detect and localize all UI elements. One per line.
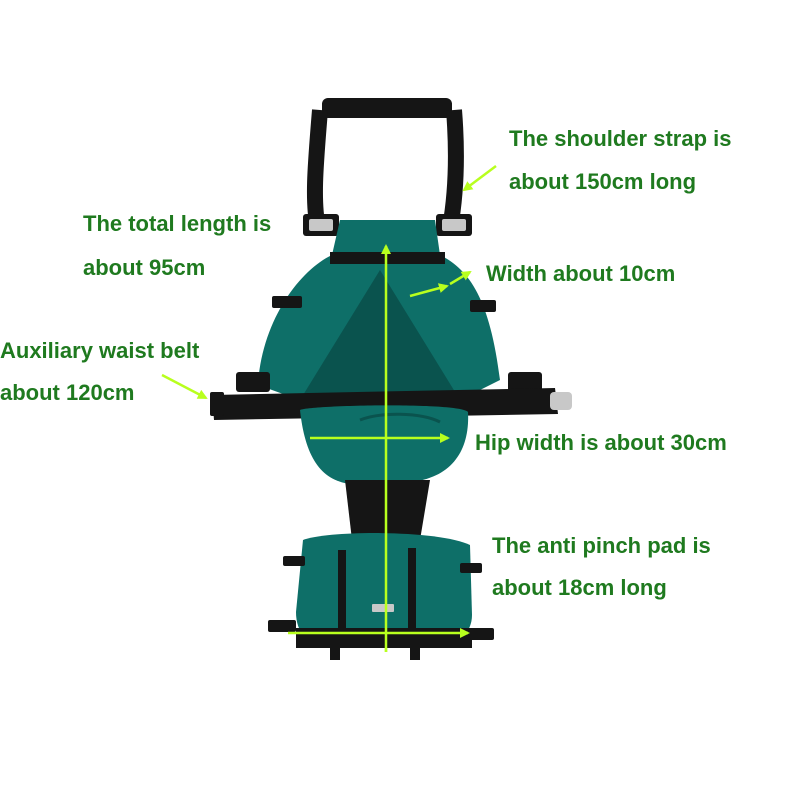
anti-pinch-pad-label-line1: The anti pinch pad is: [492, 533, 711, 558]
width-arrow-2: [449, 270, 472, 286]
measurement-arrows: [161, 165, 497, 652]
shoulder-buckles: [303, 214, 472, 236]
width-arrow: [409, 283, 449, 298]
crotch-connector: [345, 480, 430, 540]
waist-belt-label-line1: Auxiliary waist belt: [0, 338, 200, 363]
chest-panel: [258, 220, 500, 400]
shoulder-strap-arrow: [462, 165, 497, 192]
waist-belt-label-line2: about 120cm: [0, 380, 135, 405]
total-length-label-line2: about 95cm: [83, 255, 206, 280]
total-length-label-line1: The total length is: [83, 211, 272, 236]
hip-panel: [300, 405, 469, 484]
shoulder-strap-label-line2: about 150cm long: [509, 169, 697, 194]
shoulder-strap-label-line1: The shoulder strap is: [509, 126, 732, 151]
side-buckles: [236, 296, 542, 392]
anti-pinch-pad-label-line2: about 18cm long: [492, 575, 667, 600]
hip-width-label: Hip width is about 30cm: [475, 430, 727, 455]
anti-pinch-pad: [268, 533, 494, 660]
waist-belt-arrow: [161, 373, 208, 400]
handle: [306, 98, 464, 230]
width-label: Width about 10cm: [486, 261, 676, 286]
